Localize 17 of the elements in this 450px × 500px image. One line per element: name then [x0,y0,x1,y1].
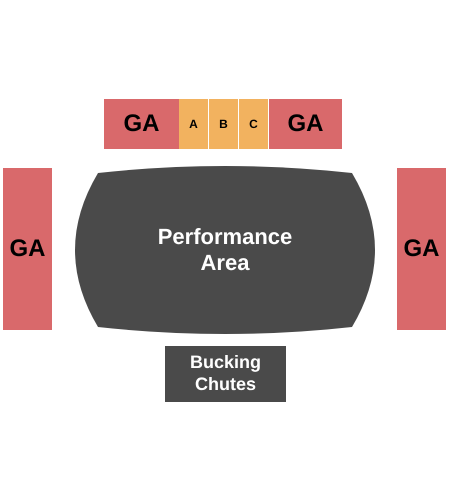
section-label: GA [122,110,160,138]
bucking-chutes-block [165,346,286,402]
section-label: A [188,116,199,132]
section-label: C [248,116,259,132]
ga-section [3,168,52,330]
seat-section [179,99,209,149]
section-label: B [218,116,229,132]
seat-section [239,99,269,149]
section-label: GA [402,234,440,264]
ga-section [397,168,446,330]
section-label: GA [286,110,324,138]
ga-section [104,99,179,149]
ga-section [269,99,342,149]
seat-section [209,99,239,149]
section-label: GA [8,234,46,264]
area-label: Performance Area [156,224,294,276]
section-label: Bucking Chutes [188,352,262,396]
